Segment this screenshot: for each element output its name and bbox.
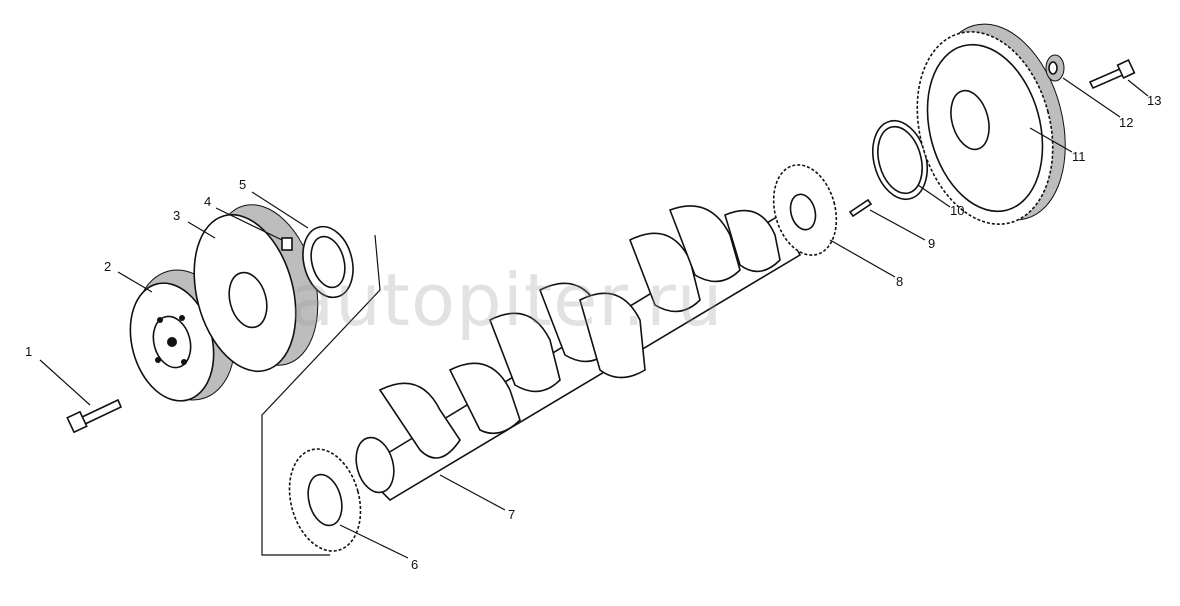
- dowel-pin-part: [848, 198, 873, 218]
- callout-2: 2: [104, 259, 112, 274]
- callout-11: 11: [1072, 149, 1086, 164]
- bearing-part: [1045, 54, 1065, 82]
- crankshaft-part: [355, 205, 802, 502]
- crankshaft-gear-part: [772, 164, 838, 256]
- callout-5: 5: [239, 177, 247, 192]
- callout-10: 10: [950, 203, 965, 218]
- bolt-part: [66, 398, 123, 434]
- callout-8: 8: [896, 274, 904, 289]
- gear-ring-front-part: [288, 448, 362, 552]
- flywheel-part: [916, 23, 1066, 225]
- callout-7: 7: [508, 507, 516, 522]
- leader-lines: [39, 77, 1149, 559]
- callout-4: 4: [204, 194, 212, 209]
- pin-part: [281, 237, 293, 251]
- callout-3: 3: [173, 208, 181, 223]
- front-seal-part: [302, 225, 354, 299]
- assembly-bracket: [261, 234, 381, 556]
- callout-12: 12: [1119, 115, 1134, 130]
- rear-seal-part: [872, 119, 928, 201]
- callout-9: 9: [928, 236, 936, 251]
- callout-13: 13: [1147, 93, 1162, 108]
- callout-6: 6: [411, 557, 419, 572]
- flywheel-bolt-part: [1088, 59, 1136, 90]
- callout-1: 1: [25, 344, 33, 359]
- watermark: autopiter.ru: [290, 258, 724, 342]
